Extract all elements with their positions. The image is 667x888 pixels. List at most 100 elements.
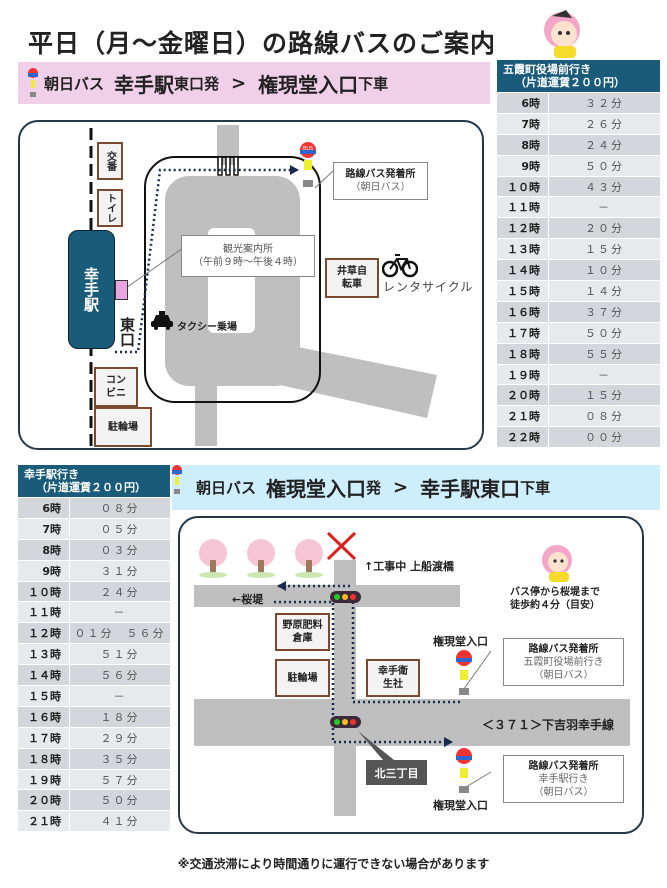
hour-cell: 6時 (497, 93, 549, 113)
bike-shop-box: 井草自転車 (325, 258, 379, 298)
bus-terminal-title: 路線バス発着所 (345, 169, 416, 180)
minute-cell: － (598, 368, 611, 382)
station-area-map: 交番 トイレ 幸手駅 東口 コンビニ 駐輪場 BUS 路線バス発着所（朝日バス）… (18, 120, 484, 450)
nohara-box: 野原肥料倉庫 (275, 613, 330, 651)
stop-name-label: 権現堂入口 (433, 799, 488, 812)
bike-parking-box: 駐輪場 (275, 659, 330, 697)
hour-cell: １４時 (497, 260, 549, 281)
table-row: １８時 ３５分 (18, 748, 170, 770)
from-stop: 権現堂入口 (266, 477, 367, 501)
traffic-light-icon (330, 716, 361, 728)
traffic-light-icon (330, 591, 361, 603)
route-separator: > (231, 72, 247, 94)
minute-cell: １５分 (585, 243, 624, 257)
table-row: １５時 － (18, 686, 170, 707)
route-371-label: ＜３７１＞下吉羽幸手線 (482, 718, 615, 732)
minute-cell: ３５分 (100, 752, 140, 766)
walk-note-line2: 徒歩約４分（目安） (510, 600, 600, 611)
table-row: １９時－ (497, 364, 660, 386)
bus-terminal-label-satte: 路線バス発着所幸手駅行き（朝日バス） (503, 755, 624, 803)
table-row: １４時 １０分 (497, 260, 660, 282)
bus-terminal-destination: 幸手駅行き (538, 773, 589, 785)
walk-note-line1: バス停から桜堤まで (510, 587, 600, 598)
mascot-icon (540, 8, 590, 60)
tourist-info-label: 観光案内所（午前９時～午後４時） (181, 235, 315, 277)
closed-bridge-label: ↑工事中 上船渡橋 (364, 560, 455, 573)
hour-cell: １３時 (497, 239, 549, 260)
bus-stop-icon: BUS (300, 142, 316, 188)
hour-cell: 9時 (18, 560, 70, 581)
minute-cell: ２４分 (100, 585, 140, 599)
hour-cell: ２０時 (497, 385, 549, 406)
minute-cell: － (113, 606, 127, 620)
konbini-box: コンビニ (94, 367, 138, 407)
table-row: １９時 ５７分 (18, 769, 170, 791)
hour-cell: ２２時 (497, 427, 549, 448)
hour-cell: 7時 (497, 113, 549, 134)
minute-cell: ５６分 (100, 669, 140, 683)
bus-terminal-operator: （朝日バス） (350, 182, 411, 193)
rental-cycle-label: レンタサイクル (383, 280, 474, 294)
tourist-info-hours: （午前９時～午後４時） (193, 257, 303, 268)
table-row: １１時－ (497, 197, 660, 219)
to-stop: 権現堂入口 (258, 72, 359, 97)
hour-cell: １３時 (18, 644, 70, 665)
minute-cell: ５７分 (100, 773, 140, 787)
minute-cell: ５５分 (585, 347, 624, 361)
minute-cell: ２９分 (100, 731, 140, 745)
timetable-header: 幸手駅行き（片道運賃２００円） (18, 465, 170, 497)
hour-cell: １１時 (497, 197, 549, 218)
hour-cell: １５時 (497, 281, 549, 301)
to-stop: 幸手駅東口 (420, 477, 521, 501)
hour-cell: １８時 (497, 343, 549, 364)
minute-cell: － (113, 689, 127, 703)
stop-name-label: 権現堂入口 (433, 635, 488, 648)
east-exit-label: 東口 (118, 317, 136, 347)
eisei-box: 幸手衛生社 (366, 659, 420, 697)
hour-cell: １８時 (18, 748, 70, 769)
timetable-fare: （片道運賃２００円） (515, 76, 625, 89)
to-suffix: 下車 (520, 479, 551, 497)
hour-cell: ２０時 (18, 790, 70, 811)
to-suffix: 下車 (358, 74, 389, 93)
minute-cell: ５０分 (585, 326, 624, 340)
cherry-tree-icons (199, 539, 323, 578)
hour-cell: １５時 (18, 686, 70, 706)
minute-cell: ５０分 (585, 159, 624, 173)
table-row: １３時 １５分 (497, 239, 660, 261)
minute-cell: １４分 (585, 284, 624, 298)
minute-cell: １８分 (100, 710, 140, 724)
hour-cell: 9時 (497, 155, 549, 176)
table-row: 9時 ３１分 (18, 560, 170, 582)
minute-cell: ３１分 (100, 564, 140, 578)
toilet-box: トイレ (97, 189, 123, 227)
from-stop: 幸手駅 (114, 72, 175, 97)
intersection-label: 北三丁目 (366, 760, 427, 785)
operator-name: 朝日バス (196, 479, 257, 497)
minute-cell: ４３分 (585, 180, 624, 194)
minute-cell: １０分 (585, 264, 624, 278)
sakura-bank-label: ←桜堤 (232, 593, 264, 606)
from-suffix: 東口発 (174, 74, 220, 93)
hour-cell: １９時 (18, 769, 70, 790)
minute-cell: ５０分 (100, 794, 140, 808)
minute-cell: ０３分 (100, 543, 140, 557)
bus-stop-icon (172, 465, 190, 503)
minute-cell: ２４分 (585, 138, 624, 152)
svg-text:BUS: BUS (303, 146, 313, 152)
